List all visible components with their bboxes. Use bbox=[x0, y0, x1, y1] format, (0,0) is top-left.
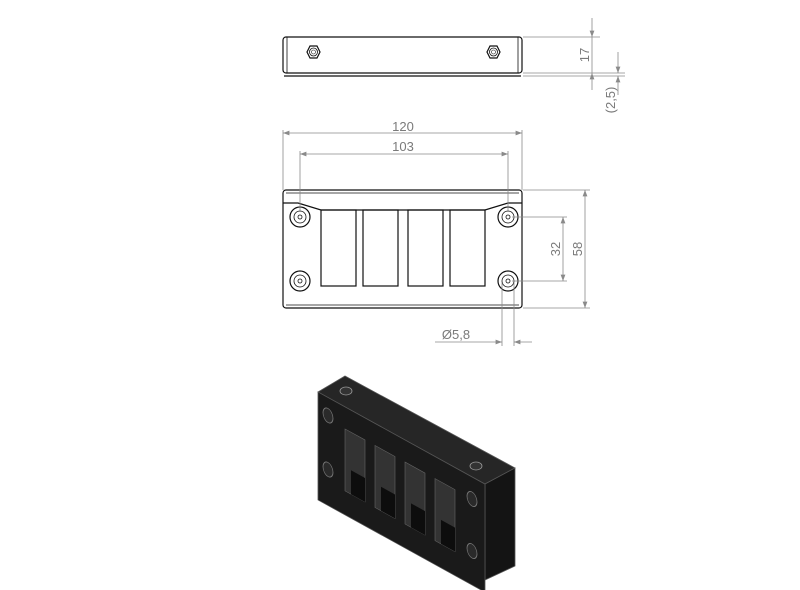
dim-offset-2-5: (2,5) bbox=[603, 87, 618, 114]
dim-hole-spacing-103: 103 bbox=[392, 139, 414, 154]
iso-slots bbox=[344, 428, 456, 553]
nut-icon bbox=[306, 45, 321, 59]
dim-hole-spacing-32: 32 bbox=[548, 242, 563, 256]
cable-slots bbox=[320, 209, 486, 287]
nut-icon bbox=[339, 386, 353, 396]
dim-height-17: 17 bbox=[577, 48, 592, 62]
dim-width-120: 120 bbox=[392, 119, 414, 134]
top-view bbox=[282, 18, 625, 95]
dim-height-58: 58 bbox=[570, 242, 585, 256]
nut-icon bbox=[486, 45, 501, 59]
isometric-view bbox=[317, 375, 516, 590]
dim-hole-diameter: Ø5,8 bbox=[442, 327, 470, 342]
front-view bbox=[282, 130, 590, 346]
mounting-holes bbox=[289, 206, 519, 292]
nut-icon bbox=[469, 461, 483, 471]
